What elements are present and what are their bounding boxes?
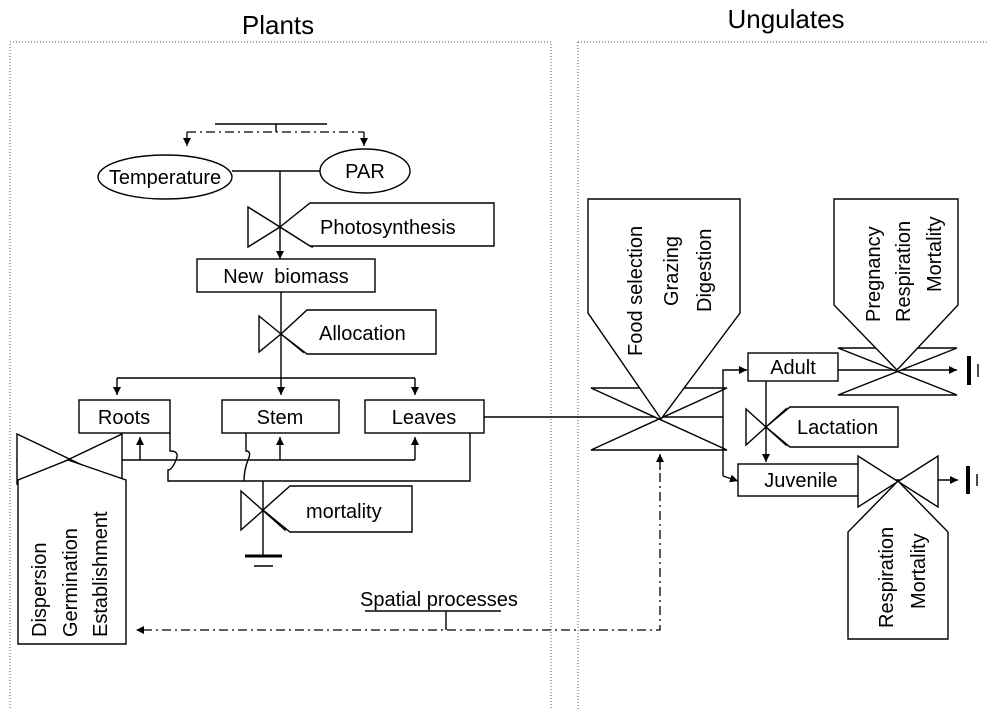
photosynthesis-callout	[278, 202, 495, 247]
roots-label: Roots	[98, 407, 150, 429]
photosynthesis-label: Photosynthesis	[320, 217, 456, 239]
leaves-label: Leaves	[392, 407, 457, 429]
ungulates-panel	[577, 41, 988, 709]
dispersion-text-3: Establishment	[90, 511, 112, 637]
mortality-callout	[261, 485, 413, 533]
dispersion-callout	[17, 459, 127, 645]
par-label: PAR	[345, 161, 385, 183]
plants-title: Plants	[242, 10, 314, 40]
grazing-valve-icon	[590, 387, 728, 451]
adult-text-2: Respiration	[893, 221, 915, 322]
juvenile-text-2: Mortality	[908, 533, 930, 609]
lactation-callout	[764, 406, 899, 448]
allocation-label: Allocation	[319, 323, 406, 345]
food-selection-text-2: Grazing	[661, 236, 683, 306]
adult-label: Adult	[770, 357, 816, 379]
adult-text-1: Pregnancy	[863, 226, 885, 322]
stem-label: Stem	[257, 407, 304, 429]
roots-box	[78, 399, 171, 434]
juvenile-box	[737, 463, 866, 497]
adult-text-3: Mortality	[924, 216, 946, 292]
juvenile-text-1: Respiration	[876, 527, 898, 628]
food-selection-callout	[587, 198, 741, 421]
lactation-label: Lactation	[797, 417, 878, 439]
stem-box	[221, 399, 340, 434]
dispersion-text-1: Dispersion	[29, 543, 51, 637]
mortality-label: mortality	[306, 501, 382, 523]
spatial-process-line	[136, 454, 661, 634]
food-selection-text-3: Digestion	[694, 229, 716, 312]
allocation-callout	[279, 309, 437, 355]
adult-callout	[833, 198, 959, 372]
juvenile-callout	[847, 480, 949, 640]
ungulates-title: Ungulates	[727, 4, 844, 34]
dispersion-text-2: Germination	[60, 528, 82, 637]
juvenile-label: Juvenile	[764, 470, 837, 492]
food-selection-text-1: Food selection	[625, 226, 647, 356]
adult-valve-icon	[837, 347, 958, 396]
spatial-processes-label: Spatial processes	[360, 589, 518, 611]
new-biomass-box	[196, 258, 376, 293]
new-biomass-label: New biomass	[223, 266, 349, 288]
plants-panel	[9, 41, 552, 709]
adult-box	[747, 352, 839, 382]
temperature-label: Temperature	[109, 167, 221, 189]
temperature-ellipse	[97, 154, 233, 200]
